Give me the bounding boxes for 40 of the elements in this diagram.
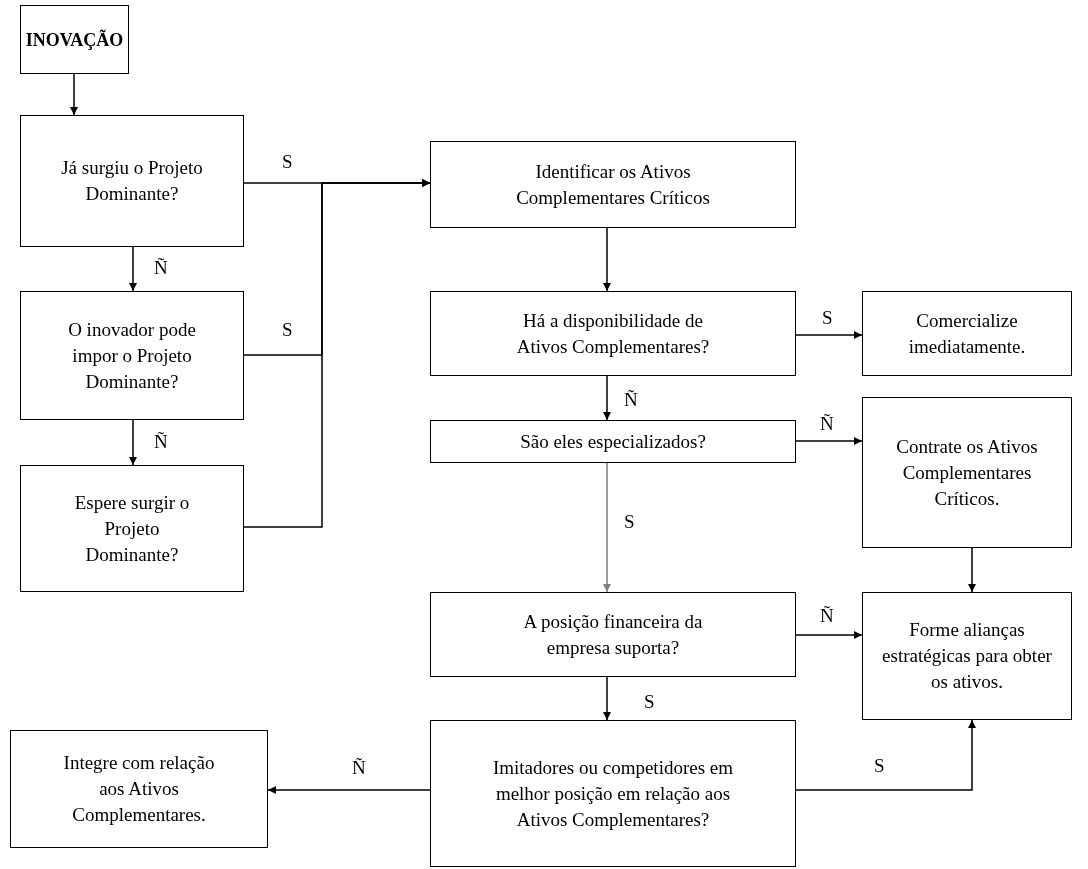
- node-text: O inovador pode impor o Projeto Dominante?: [67, 317, 197, 394]
- process-box: [20, 465, 244, 592]
- process-box: [862, 397, 1072, 548]
- node-text: Identificar os Ativos Complementares Críticos: [515, 159, 711, 210]
- node-text: Comercialize imediatamente.: [907, 308, 1027, 359]
- node-text: Já surgiu o Projeto Dominante?: [60, 156, 204, 206]
- process-box: [20, 115, 244, 247]
- process-box: [862, 592, 1072, 720]
- process-box: [10, 730, 268, 848]
- arrow: [795, 437, 863, 445]
- arrow: [795, 631, 863, 639]
- arrow: [795, 719, 976, 791]
- arrow: [129, 246, 137, 292]
- node-text: Integre com relação aos Ativos Complementares.: [62, 751, 216, 827]
- arrow: [603, 227, 611, 292]
- process-box: [430, 720, 796, 867]
- process-box: [430, 592, 796, 677]
- node-text: Forme alianças estratégicas para obter os ativos.: [881, 618, 1053, 694]
- arrow: [243, 179, 431, 528]
- node-text: Imitadores ou competidores em melhor posição em relação aos Ativos Complementares?: [491, 755, 735, 832]
- arrow: [968, 547, 976, 593]
- node-text: Há a disponibilidade de Ativos Complementares?: [515, 308, 711, 359]
- process-box: [862, 291, 1072, 376]
- arrow: [267, 786, 431, 794]
- process-box: [430, 141, 796, 228]
- arrow: [129, 419, 137, 466]
- node-text: Contrate os Ativos Complementares Críticos.: [895, 434, 1039, 511]
- node-text: A posição financeira da empresa suporta?: [522, 609, 704, 660]
- node-text: São eles especializados?: [519, 429, 707, 454]
- arrow: [795, 331, 863, 339]
- arrow: [70, 73, 78, 116]
- arrow: [603, 676, 611, 721]
- arrow: [603, 375, 611, 421]
- process-box: [430, 420, 796, 463]
- arrow: [603, 462, 611, 593]
- process-box: [20, 5, 129, 74]
- process-box: [20, 291, 244, 420]
- node-text: INOVAÇÃO: [25, 28, 124, 52]
- process-box: [430, 291, 796, 376]
- node-text: Espere surgir o Projeto Dominante?: [73, 490, 191, 567]
